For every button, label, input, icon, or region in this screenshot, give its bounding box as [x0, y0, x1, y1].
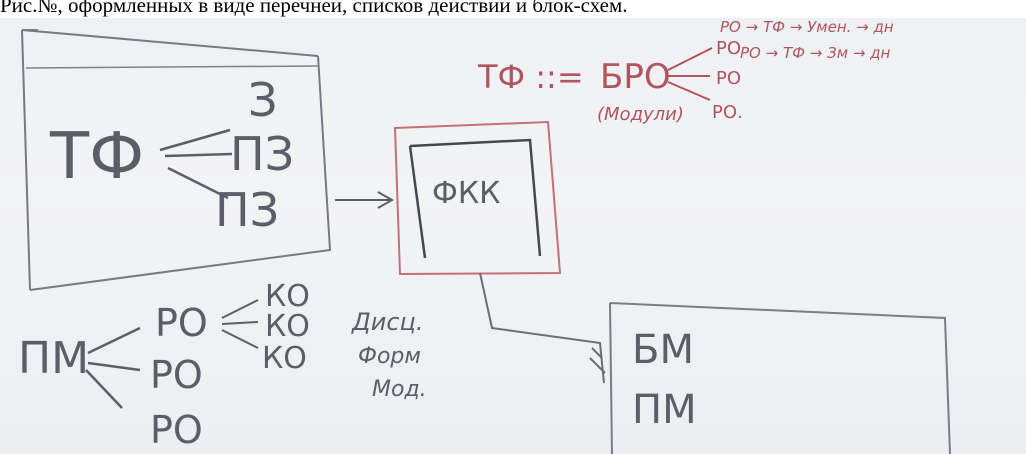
pm-tree-branch-1: РО: [155, 301, 208, 345]
pm-tree-leaf-3: КО: [262, 341, 307, 376]
formula-rhs: БРО: [600, 57, 671, 97]
pm-tree: ПМ РО РО РО КО КО КО: [18, 279, 310, 452]
formula-branch-1: РО: [716, 38, 741, 59]
pm-tree-branch-3: РО: [150, 408, 203, 452]
box-tf-item-1: З: [248, 73, 278, 127]
pm-tree-branch-2: РО: [150, 353, 203, 397]
caption-text: Рис.№, оформленных в виде перечней, спис…: [0, 0, 628, 17]
whiteboard-photo: ТФ З ПЗ ПЗ ФКК БМ ПМ ПМ РО РО РО: [0, 18, 1026, 454]
formula: ТФ ::= БРО (Модули) РО РО РО. РО → ТФ → …: [477, 18, 894, 125]
box3-item-1: БМ: [632, 327, 694, 373]
box-bm-pm: БМ ПМ: [609, 302, 951, 454]
note-line-1: Дисц.: [351, 308, 424, 336]
pm-tree-root: ПМ: [18, 333, 89, 384]
box-tf-item-3: ПЗ: [215, 183, 279, 237]
box-tf: ТФ З ПЗ ПЗ: [21, 29, 332, 291]
formula-sub: (Модули): [597, 104, 684, 125]
box-fkk: ФКК: [393, 120, 562, 276]
formula-branch-3: РО.: [712, 102, 743, 123]
formula-chain-2: РО → ТФ → Зм → дн: [740, 44, 891, 62]
box-tf-main: ТФ: [49, 120, 144, 194]
whiteboard-drawing: ТФ З ПЗ ПЗ ФКК БМ ПМ ПМ РО РО РО: [18, 18, 951, 454]
note-disc: Дисц. Форм Мод.: [351, 308, 427, 402]
pm-tree-leaf-2: КО: [265, 309, 310, 344]
box-tf-item-2: ПЗ: [230, 127, 294, 181]
box-fkk-label: ФКК: [432, 176, 500, 211]
box3-item-2: ПМ: [632, 387, 697, 433]
note-line-2: Форм: [358, 344, 421, 369]
formula-lhs: ТФ ::=: [477, 58, 584, 96]
note-line-3: Мод.: [372, 377, 427, 402]
arrow-icon: [335, 191, 395, 209]
pm-tree-leaf-1: КО: [265, 279, 310, 314]
formula-branch-2: РО: [716, 68, 741, 89]
formula-chain-1: РО → ТФ → Умен. → дн: [720, 18, 894, 36]
connector-arrow-icon: [479, 272, 606, 384]
